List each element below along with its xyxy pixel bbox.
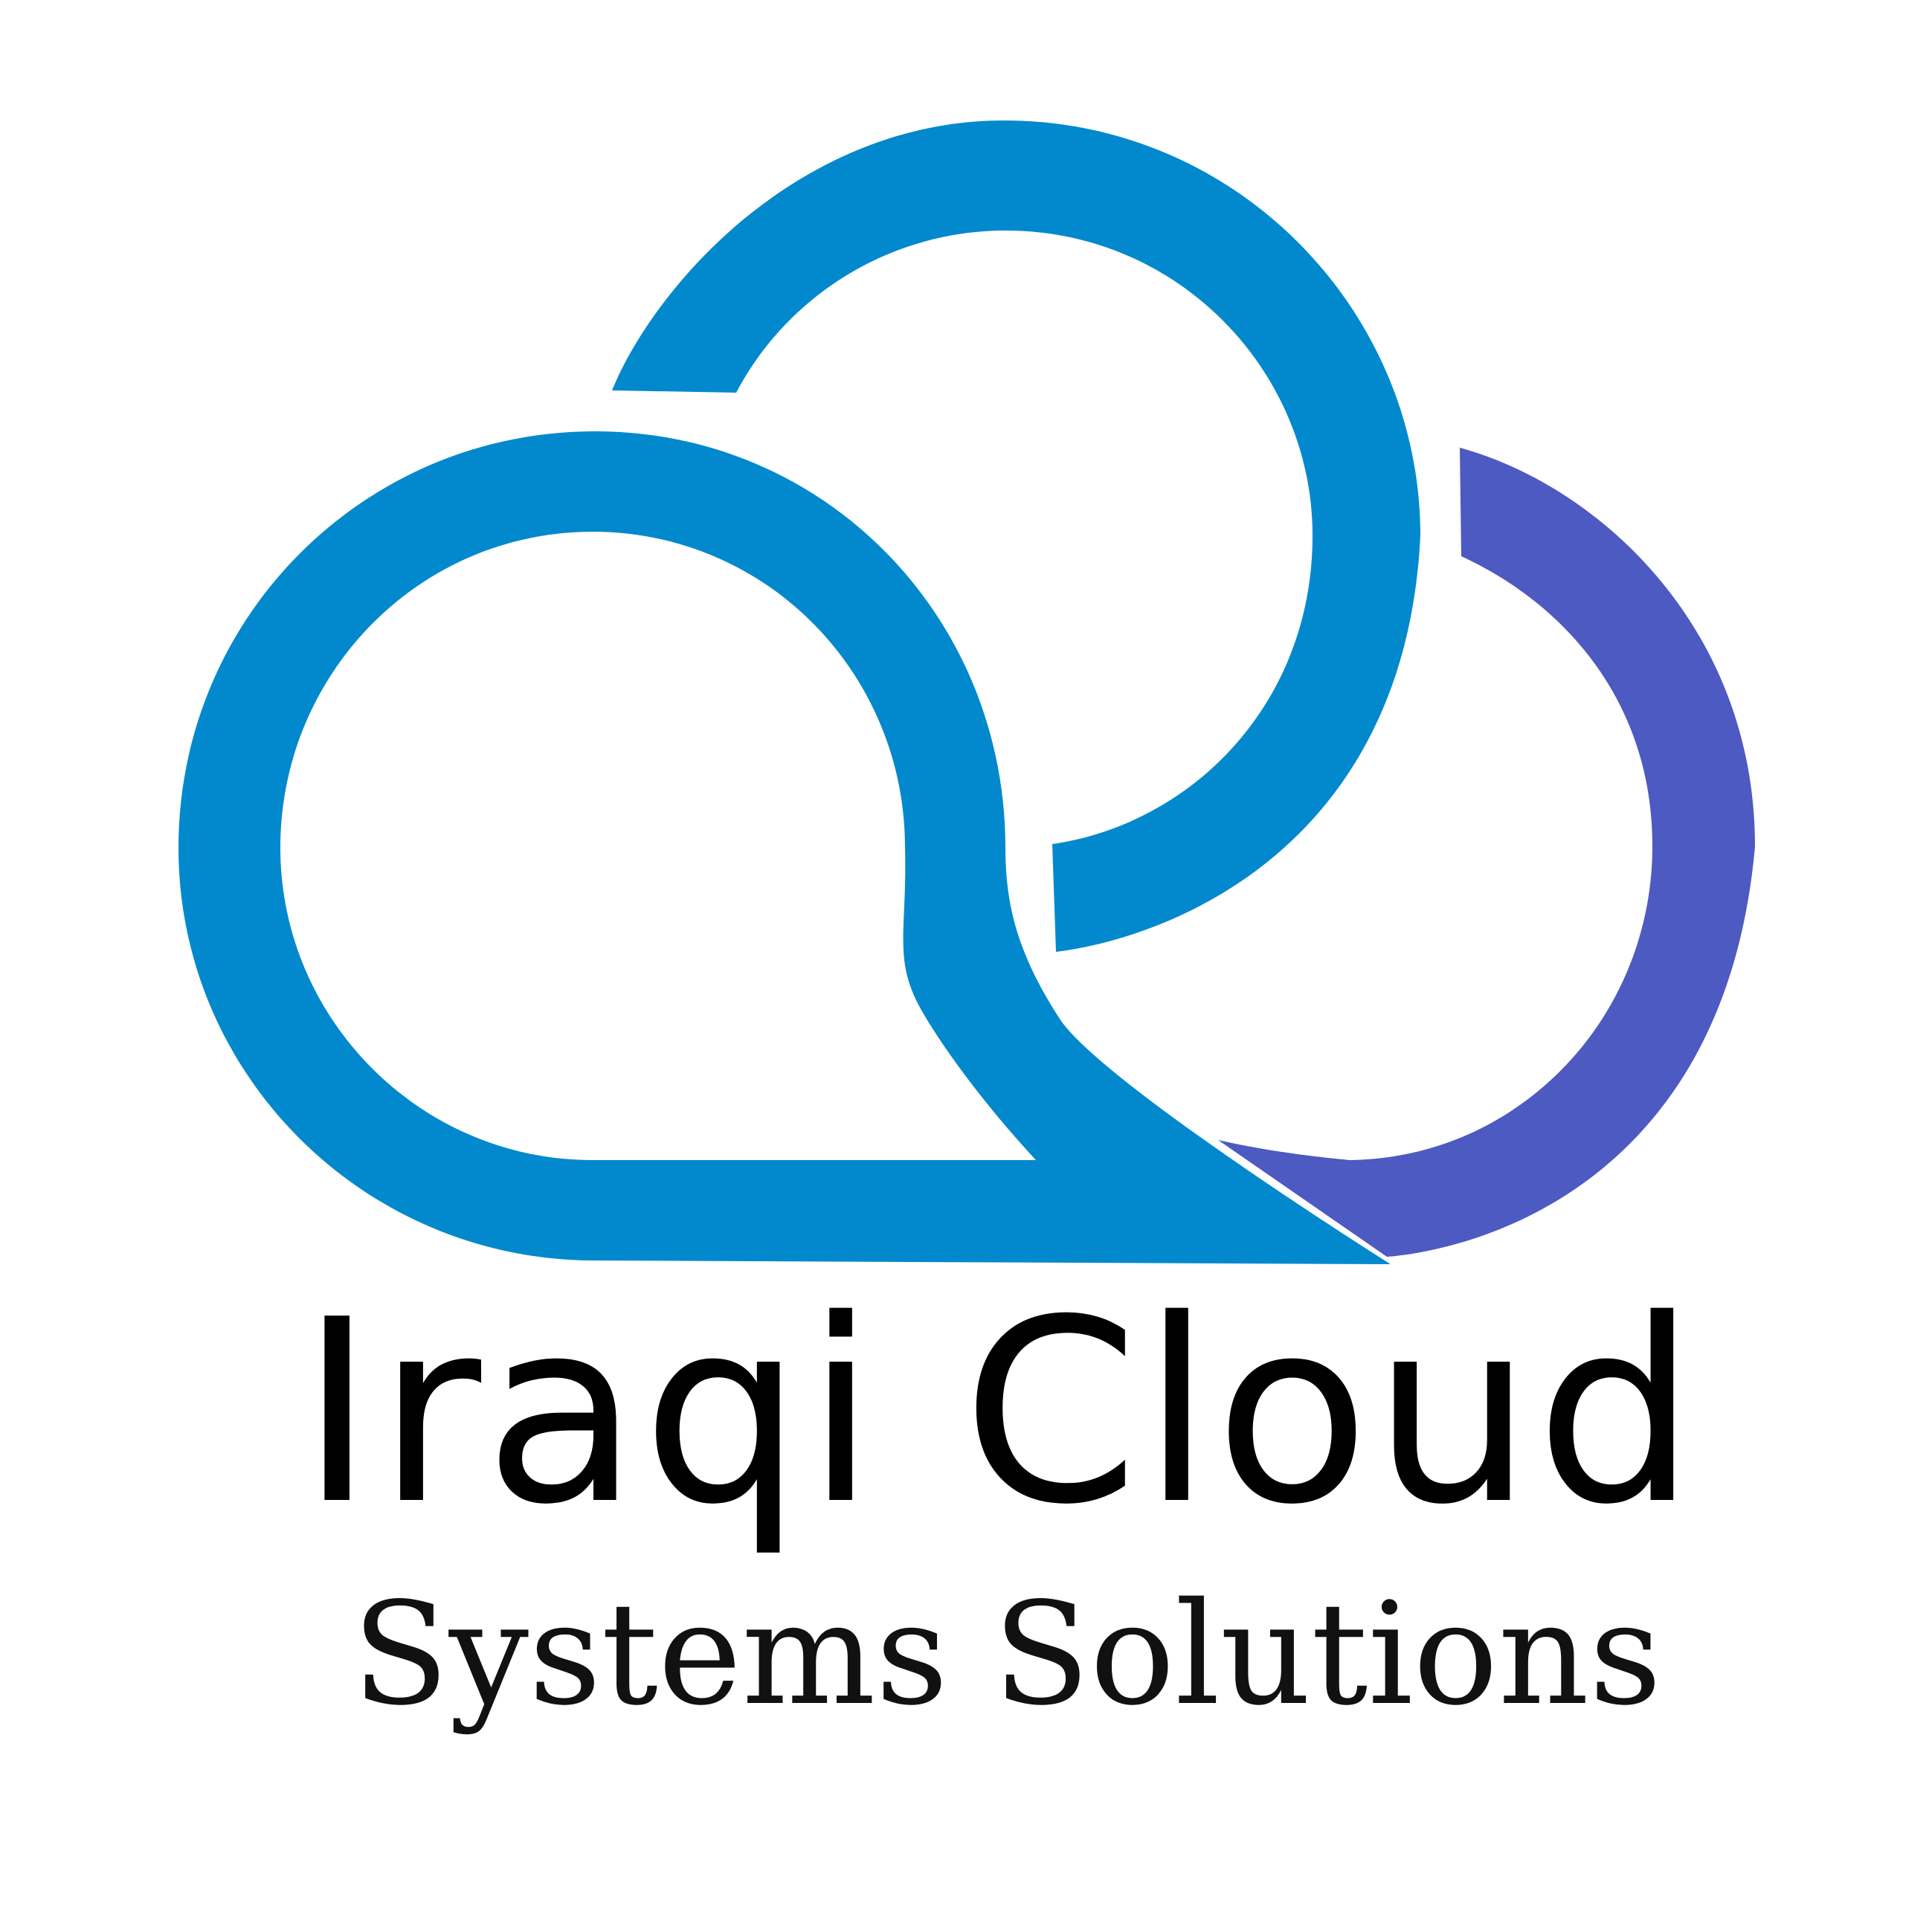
- cloud-left-lobe: [178, 431, 1391, 1264]
- brand-tagline: Systems Solutions: [352, 1572, 1662, 1736]
- brand-name: Iraqi Cloud: [300, 1266, 1699, 1560]
- cloud-right-lobe: [1218, 448, 1755, 1257]
- cloud-icon: [178, 120, 1755, 1264]
